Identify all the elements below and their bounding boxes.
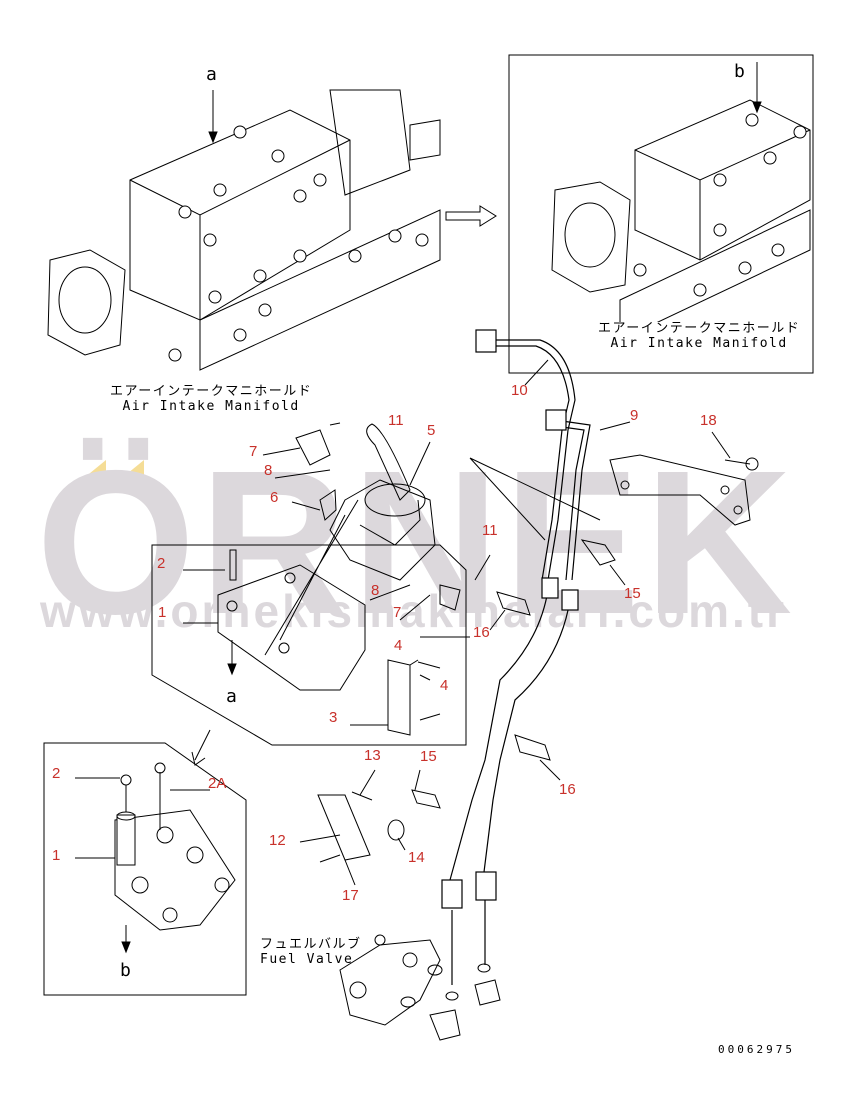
clamps <box>317 539 616 863</box>
callout-12: 12 <box>269 832 286 849</box>
view-letter-b-detail: b <box>120 960 131 981</box>
callout-2a: 2A <box>208 775 227 792</box>
callout-7: 7 <box>249 443 258 460</box>
watermark-accent <box>84 460 106 478</box>
callout-8: 8 <box>371 582 380 599</box>
callout-18: 18 <box>700 412 717 429</box>
air-intake-manifold-right <box>551 62 811 341</box>
bracket-1 <box>217 549 366 691</box>
detail-frame-b <box>508 54 814 374</box>
view-letter-a-detail: a <box>226 686 237 707</box>
bracket-18 <box>609 454 759 526</box>
callout-17: 17 <box>342 887 359 904</box>
caption-air-intake-right: エアーインテークマニホールド Air Intake Manifold <box>598 321 801 352</box>
callout-3: 3 <box>329 709 338 726</box>
detail-frame-c <box>43 742 247 996</box>
caption-en: Fuel Valve <box>260 951 354 967</box>
callout-6: 6 <box>270 489 279 506</box>
view-letter-b: b <box>734 61 745 82</box>
leader-lines <box>75 359 731 886</box>
plate-3 <box>387 659 441 736</box>
watermark-accent <box>122 460 144 478</box>
watermark-brand: ÖRNEK <box>36 428 797 657</box>
caption-fuel-valve: フュエルバルブ Fuel Valve <box>260 937 362 968</box>
callout-4: 4 <box>394 637 403 654</box>
caption-en: Air Intake Manifold <box>122 398 300 414</box>
detail-frame-a <box>151 544 467 746</box>
fuel-valve <box>339 934 501 1041</box>
callout-10: 10 <box>511 382 528 399</box>
arrow-right-icon <box>445 205 497 227</box>
fuel-pipes <box>441 329 591 985</box>
view-letter-a: a <box>206 64 217 85</box>
callout-13: 13 <box>364 747 381 764</box>
callout-7: 7 <box>393 604 402 621</box>
callout-16: 16 <box>559 781 576 798</box>
watermark-url: www.ornekismakinalari.com.tr <box>40 585 787 637</box>
callout-8: 8 <box>264 462 273 479</box>
callout-11: 11 <box>388 412 404 429</box>
caption-en: Air Intake Manifold <box>610 335 788 351</box>
callout-16: 16 <box>473 624 490 641</box>
callout-5: 5 <box>427 422 436 439</box>
callout-1: 1 <box>52 847 61 864</box>
callout-14: 14 <box>408 849 425 866</box>
caption-jp: エアーインテークマニホールド <box>110 384 313 399</box>
caption-air-intake-left: エアーインテークマニホールド Air Intake Manifold <box>110 384 313 415</box>
arrow-down-left-icon <box>191 729 211 766</box>
caption-jp: エアーインテークマニホールド <box>598 321 801 336</box>
callout-11: 11 <box>482 522 498 539</box>
callout-15: 15 <box>420 748 437 765</box>
callout-1: 1 <box>158 604 167 621</box>
air-intake-manifold-left <box>47 89 441 371</box>
document-number: 00062975 <box>718 1043 795 1056</box>
callout-2: 2 <box>157 555 166 572</box>
valve-assembly <box>295 423 461 611</box>
callout-2: 2 <box>52 765 61 782</box>
callout-4: 4 <box>440 677 449 694</box>
callout-9: 9 <box>630 407 639 424</box>
caption-jp: フュエルバルブ <box>260 937 362 952</box>
callout-15: 15 <box>624 585 641 602</box>
bracket-1-detail <box>114 762 236 954</box>
